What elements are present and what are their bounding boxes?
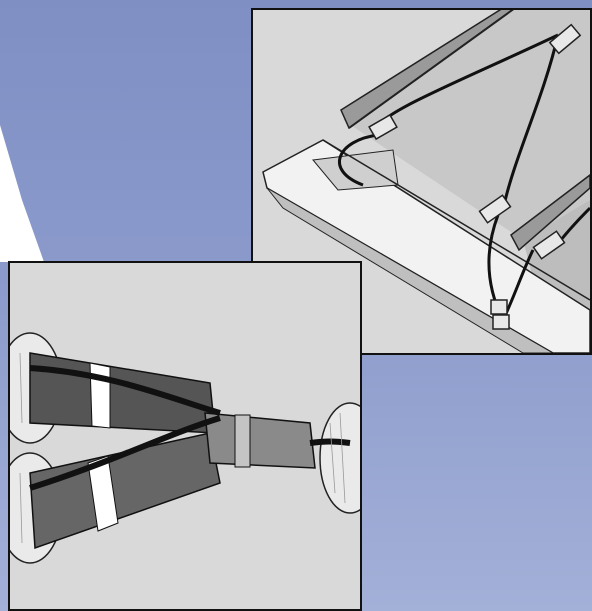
cable-splice-panel — [8, 261, 362, 611]
cable-splice-illustration — [10, 332, 360, 564]
roof-gutter-cable-illustration — [262, 10, 590, 353]
